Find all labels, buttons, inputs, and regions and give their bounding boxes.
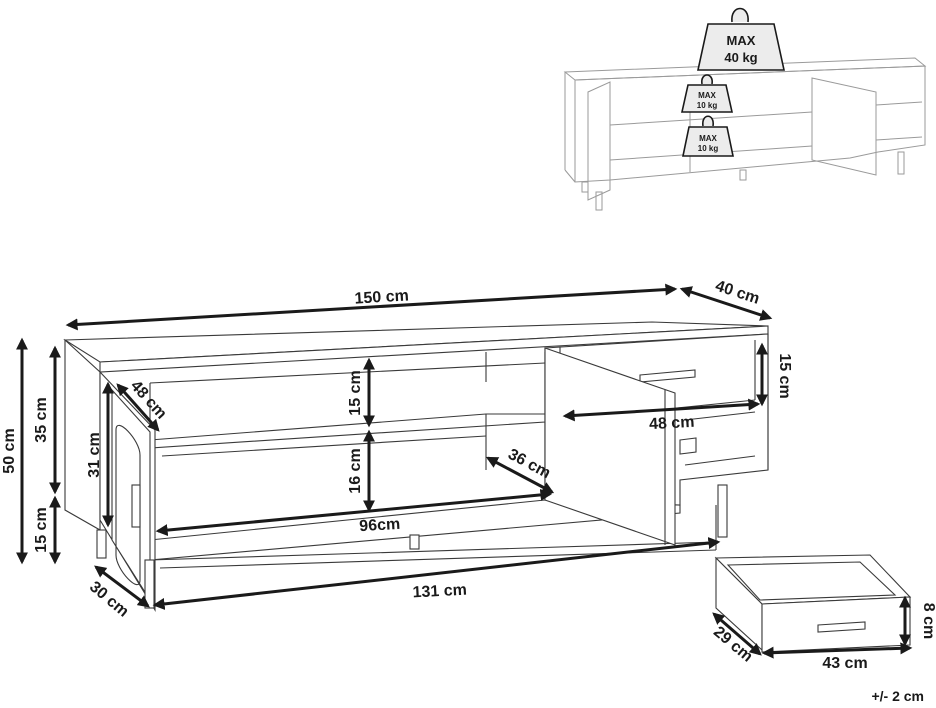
weight-upper-line2: 10 kg <box>697 101 718 110</box>
label-upper-compartment: 15 cm <box>347 370 364 415</box>
label-drawer-height: 8 cm <box>920 603 936 639</box>
tv-stand-main-drawing <box>63 321 769 612</box>
weight-icon-lower-shelf: MAX 10 kg <box>682 115 734 157</box>
label-leg-spacing: 131 cm <box>412 582 467 602</box>
label-inner-width: 96cm <box>359 516 401 535</box>
label-body-height: 35 cm <box>33 397 50 442</box>
mini-tv-stand <box>563 57 927 211</box>
weight-upper-line1: MAX <box>698 91 716 100</box>
dimension-arrows <box>15 283 913 659</box>
weight-icon-upper-shelf: MAX 10 kg <box>681 74 733 113</box>
label-door-height: 31 cm <box>86 432 103 477</box>
label-lower-compartment: 16 cm <box>347 448 364 493</box>
label-drawer-width-right: 48 cm <box>649 414 695 433</box>
label-total-height: 50 cm <box>1 428 18 473</box>
load-capacity-illustration: MAX 40 kg MAX 10 kg MAX 10 kg <box>563 7 927 211</box>
weight-top-line2: 40 kg <box>724 50 757 65</box>
label-leg-height: 15 cm <box>33 507 50 552</box>
weight-lower-line2: 10 kg <box>698 144 719 153</box>
label-drawer-height-right: 15 cm <box>776 353 793 398</box>
drawer-drawing <box>714 554 912 653</box>
weight-top-line1: MAX <box>727 33 756 48</box>
label-leg-depth: 30 cm <box>86 578 132 620</box>
weight-icon-top: MAX 40 kg <box>697 7 785 71</box>
label-total-width: 150 cm <box>354 287 409 307</box>
label-drawer-width: 43 cm <box>822 655 867 672</box>
weight-lower-line1: MAX <box>699 134 717 143</box>
tolerance-note: +/- 2 cm <box>871 688 924 704</box>
label-depth: 40 cm <box>713 278 761 308</box>
